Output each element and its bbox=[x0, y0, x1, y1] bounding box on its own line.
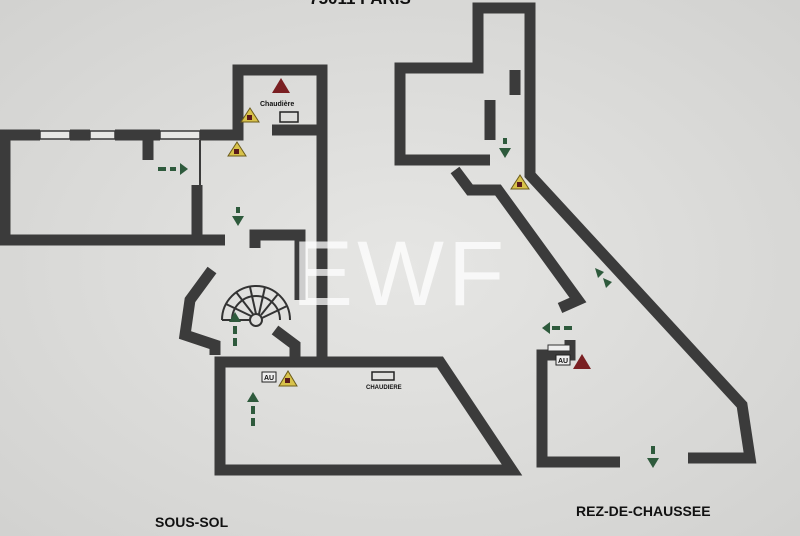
exit-arrow-icon bbox=[229, 312, 241, 346]
emergency-shutoff-label: AU bbox=[558, 358, 568, 365]
exit-arrow-icon bbox=[158, 163, 188, 175]
wall bbox=[394, 2, 757, 464]
warning-triangle-icon bbox=[240, 107, 260, 123]
wall bbox=[249, 229, 306, 300]
wall bbox=[178, 266, 221, 355]
window bbox=[159, 130, 201, 140]
exit-arrow-icon bbox=[499, 138, 511, 158]
boiler-symbol bbox=[371, 371, 395, 381]
wall bbox=[271, 325, 301, 358]
emergency-shutoff-label: AU bbox=[264, 375, 274, 382]
watermark: EWF bbox=[292, 223, 508, 325]
address-text: 75011 PARIS bbox=[309, 0, 411, 8]
exit-arrow-icon bbox=[542, 322, 572, 334]
window bbox=[39, 130, 71, 140]
boiler-symbol bbox=[279, 111, 299, 123]
exit-arrow-icon bbox=[232, 207, 244, 226]
plan-rez-de-chaussee: AU REZ-DE-CHAUSSEE bbox=[394, 2, 757, 519]
emergency-shutoff-box bbox=[261, 371, 277, 383]
plan-sous-sol: Chaudière CHAUDIERE AU SOUS-SOL bbox=[0, 64, 523, 530]
plan-title: SOUS-SOL bbox=[155, 514, 229, 530]
wall bbox=[214, 356, 523, 476]
exit-arrow-icon bbox=[247, 392, 259, 426]
plan-title: REZ-DE-CHAUSSEE bbox=[576, 503, 711, 519]
spiral-stairs-icon bbox=[221, 285, 291, 327]
emergency-shutoff-box bbox=[555, 354, 571, 366]
boiler-label: Chaudière bbox=[260, 101, 294, 108]
wall bbox=[0, 129, 225, 246]
exit-arrow-icon bbox=[595, 268, 612, 288]
warning-triangle-icon bbox=[227, 141, 247, 157]
boiler-label: CHAUDIERE bbox=[366, 385, 402, 391]
danger-triangle-icon bbox=[573, 354, 591, 369]
window bbox=[89, 130, 116, 140]
warning-triangle-icon bbox=[278, 370, 298, 387]
wall bbox=[450, 166, 587, 314]
exit-arrow-icon bbox=[647, 446, 659, 468]
danger-triangle-icon bbox=[272, 78, 290, 93]
warning-triangle-icon bbox=[510, 174, 530, 190]
wall bbox=[200, 64, 328, 358]
